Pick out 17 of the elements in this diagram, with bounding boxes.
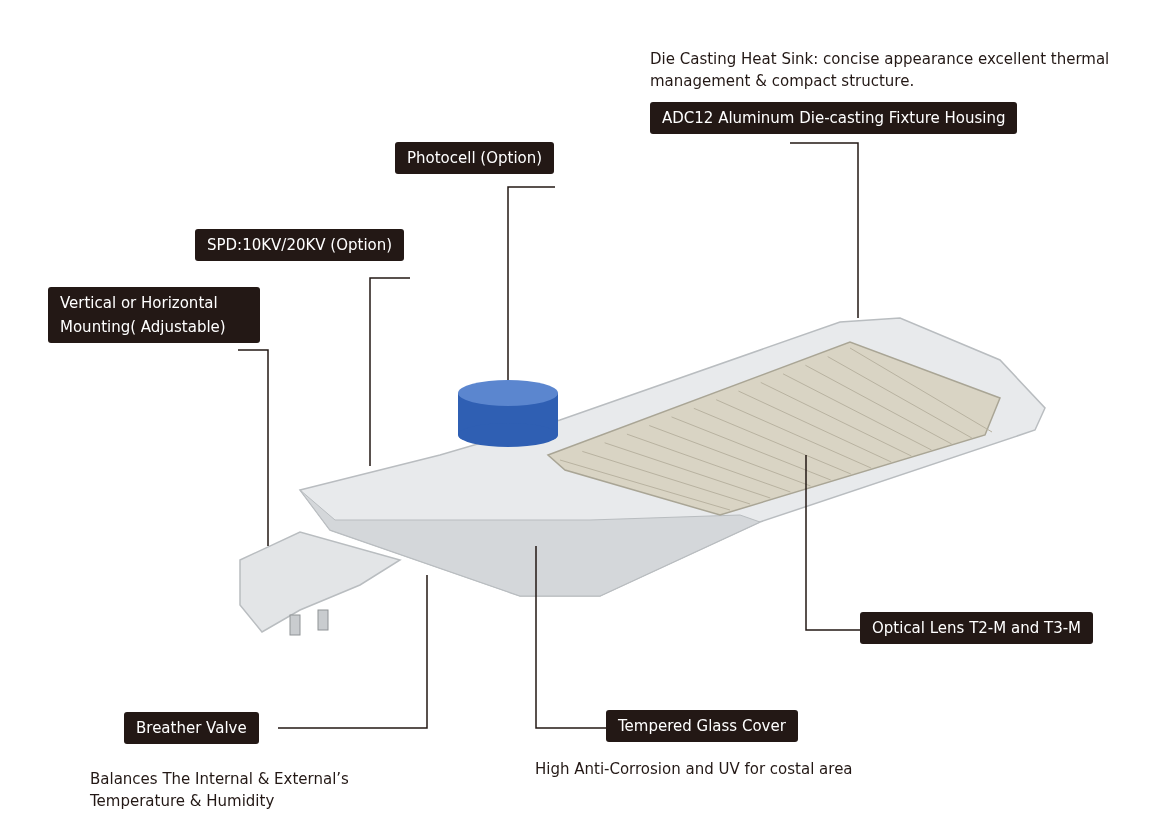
leader-line: [277, 574, 428, 729]
leader-line: [789, 142, 859, 319]
callout-label: ADC12 Aluminum Die-casting Fixture Housing: [650, 102, 1018, 134]
leader-line: [369, 277, 411, 467]
description-text: High Anti-Corrosion and UV for costal area: [535, 759, 854, 780]
description-text: Balances The Internal & External’s Temperature & Humidity: [90, 769, 350, 812]
leader-line: [535, 545, 607, 729]
callout-label: Vertical or Horizontal Mounting( Adjustable): [48, 287, 260, 343]
callout-label: Photocell (Option): [395, 142, 555, 174]
callout-label: SPD:10KV/20KV (Option): [195, 229, 405, 261]
description-text: Die Casting Heat Sink: concise appearance excellent thermal management & compact structure.: [650, 49, 1111, 92]
leader-line: [507, 186, 556, 381]
callout-label: Optical Lens T2-M and T3-M: [860, 612, 1094, 644]
leader-line: [805, 454, 861, 631]
callout-label: Tempered Glass Cover: [606, 710, 798, 742]
callout-label: Breather Valve: [124, 712, 259, 744]
leader-line: [237, 349, 269, 547]
